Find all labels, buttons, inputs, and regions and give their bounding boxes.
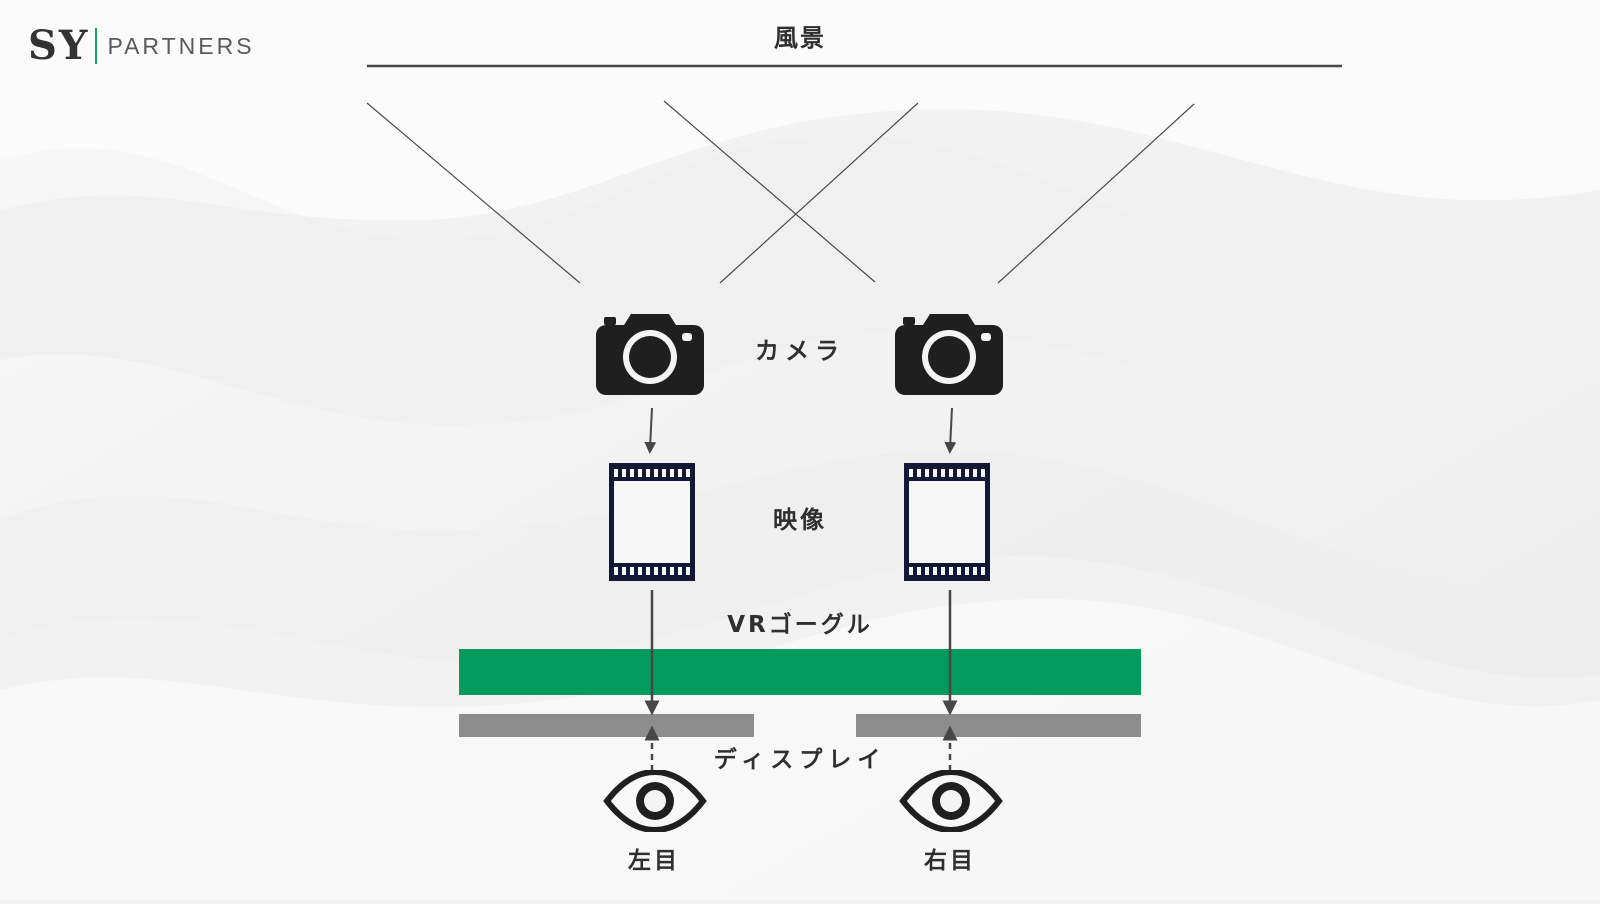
left-eye-label: 左目 (628, 848, 680, 874)
video-label: 映像 (773, 506, 827, 534)
left-camera-to-video-arrow (644, 407, 657, 454)
camera-label: カメラ (755, 337, 845, 365)
left-camera-left-sightline (366, 102, 581, 284)
left-display-panel (459, 714, 754, 737)
right-display-panel (856, 714, 1141, 737)
right-film-icon (904, 463, 990, 581)
brand-name: PARTNERS (107, 32, 255, 59)
right-camera-to-video-arrow (944, 407, 957, 454)
brand-logo: SY PARTNERS (28, 26, 255, 66)
camera-sightlines (366, 100, 1195, 284)
left-film-icon (609, 463, 695, 581)
right-camera-right-sightline (997, 103, 1195, 284)
brand-mark: SY (28, 22, 90, 69)
scene-label: 風景 (774, 24, 826, 52)
left-camera-icon (596, 314, 704, 395)
left-camera-right-sightline (719, 102, 919, 284)
left-eye-icon (607, 772, 703, 830)
right-eye-icon (903, 772, 999, 830)
vr-goggles-label: VRゴーグル (727, 612, 873, 638)
brand-divider (95, 28, 98, 64)
vr-goggle-band (459, 649, 1141, 695)
right-camera-icon (895, 314, 1003, 395)
display-label: ディスプレイ (713, 747, 887, 773)
right-eye-label: 右目 (924, 848, 976, 874)
right-camera-left-sightline (663, 100, 876, 283)
